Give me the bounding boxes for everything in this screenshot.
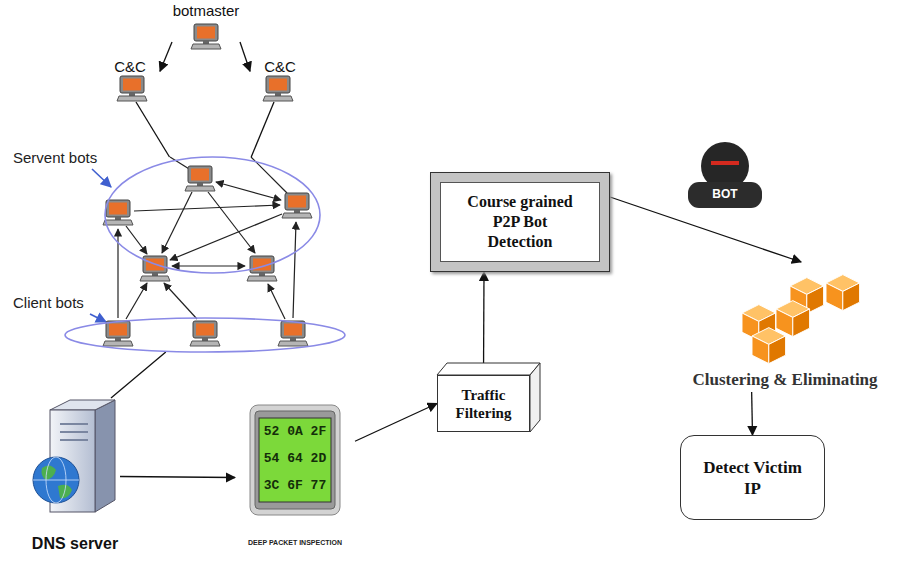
ellipse-outline [65,318,345,352]
server-icon [33,400,115,512]
node-label: DNS server [32,535,118,555]
inspection-node: DEEP PACKET INSPECTION [235,405,355,550]
node-label: botmaster [173,2,240,20]
process-box: Traffic Filtering [437,375,530,432]
bot-icon [688,142,762,208]
connector [483,272,485,375]
box-top-face [437,363,540,375]
hex-bytes: 54 64 2D [259,451,331,466]
pointer-arrows [90,169,111,322]
connector [751,392,753,435]
bot-ring: Client bots [65,318,345,352]
process-box: Course grained P2P Bot Detection [430,172,610,272]
group-label: Client bots [13,294,84,311]
connector [610,197,801,262]
bot-badge: BOT [695,187,755,201]
node-label: DEEP PACKET INSPECTION [248,539,342,550]
connector [240,42,250,71]
computer-icons [103,24,312,346]
bot-ring: Servent bots [105,157,320,273]
box-side-face [530,363,540,432]
node-label: Course grained P2P Bot Detection [464,192,576,252]
computer-node: C&C [250,58,310,102]
result-box: Detect Victim IP [680,435,825,520]
hex-bytes: 52 0A 2F [259,424,331,439]
connector [160,42,172,71]
node-label: C&C [114,58,146,76]
box-depth [437,375,438,376]
connector [251,102,274,157]
node-label: Clustering & Eliminating [692,370,877,392]
inspection-icon [250,405,340,515]
connector [111,352,166,398]
connector [120,477,235,478]
computer-node: C&C [100,58,160,102]
node-label: C&C [264,58,296,76]
ellipse-outline [105,157,320,273]
connector [355,404,437,442]
cluster-node: Clustering & Eliminating [670,262,900,392]
botnet-links [118,157,296,319]
computer-node: botmaster [172,2,240,52]
server-node: DNS server [30,398,120,555]
node-label: Traffic Filtering [444,386,524,422]
hex-bytes: 3C 6F 77 [259,478,331,493]
connector [136,102,170,157]
node-label: Detect Victim IP [703,457,803,499]
cluster-cubes [742,275,860,364]
group-label: Servent bots [13,149,97,166]
